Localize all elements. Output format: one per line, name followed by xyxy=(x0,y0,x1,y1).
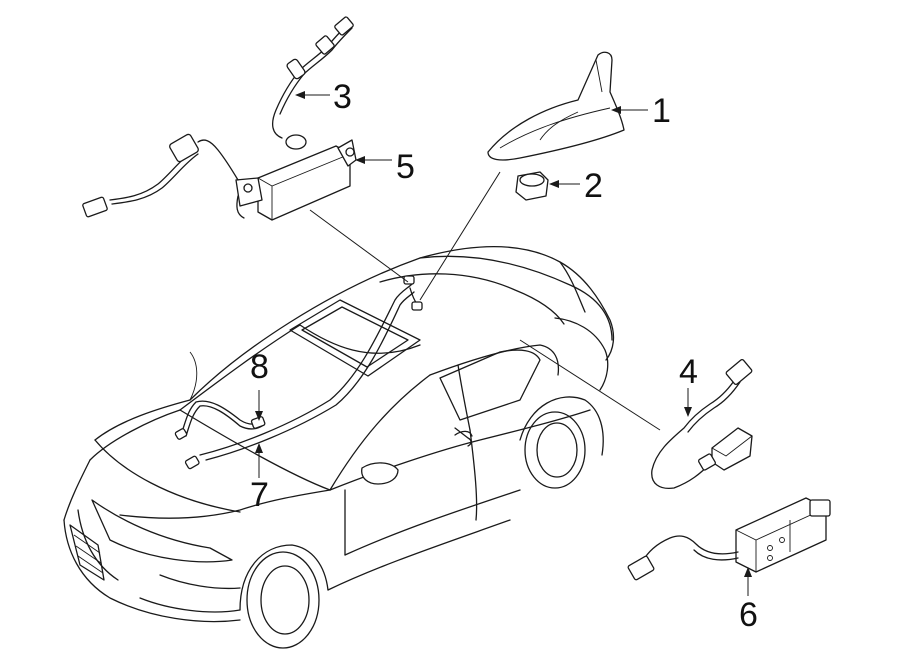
antenna-cable-3 xyxy=(271,16,354,150)
roof-harness-cable xyxy=(174,275,423,470)
shark-fin-antenna xyxy=(487,51,625,161)
callout-7: 7 xyxy=(250,476,269,514)
callout-arrows xyxy=(255,91,752,596)
antenna-amplifier xyxy=(82,133,357,221)
mounting-nut xyxy=(515,171,549,201)
callout-8: 8 xyxy=(250,348,269,386)
callout-4: 4 xyxy=(679,353,698,391)
callout-2: 2 xyxy=(584,167,603,205)
callout-5: 5 xyxy=(396,148,415,186)
antenna-cable-4 xyxy=(651,358,753,490)
callout-6: 6 xyxy=(739,596,758,634)
callout-1: 1 xyxy=(652,92,671,130)
leader-lines xyxy=(309,171,661,431)
car-body xyxy=(63,245,615,649)
antenna-module-6 xyxy=(627,497,831,581)
callout-3: 3 xyxy=(333,78,352,116)
callout-labels: 1 2 3 4 5 6 7 8 xyxy=(250,78,758,634)
